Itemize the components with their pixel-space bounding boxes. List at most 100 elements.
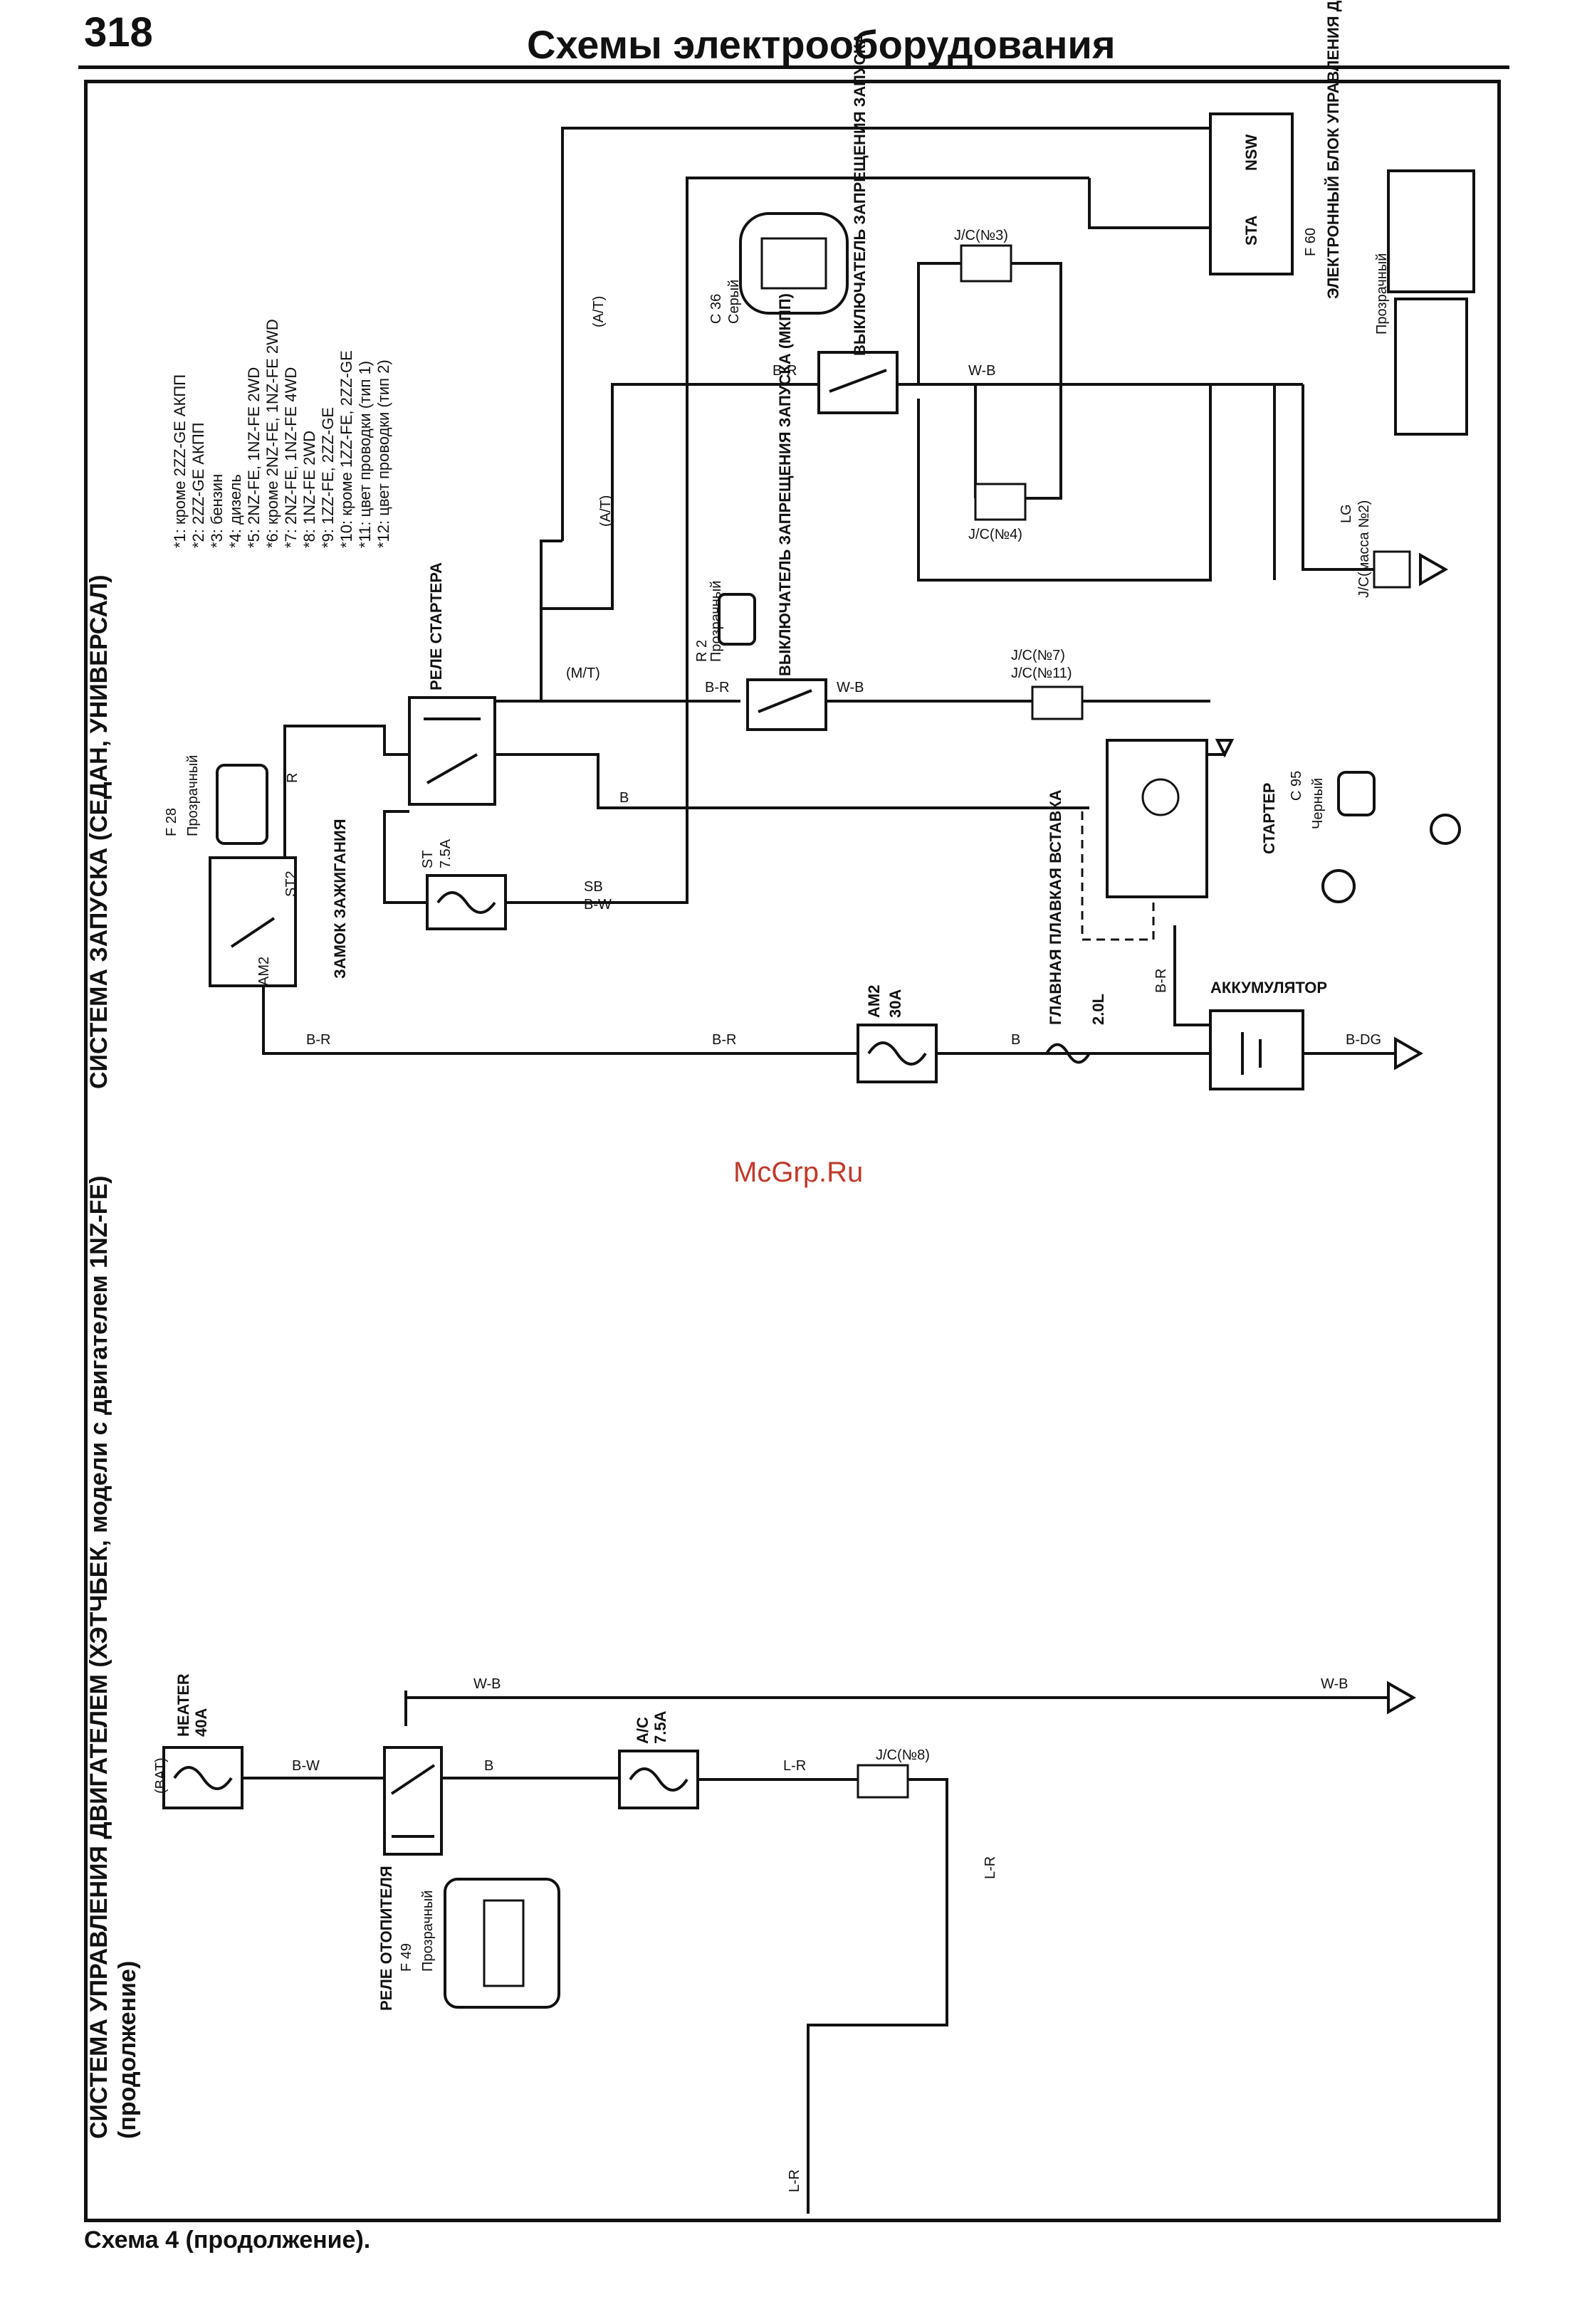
wire-label-wb-4: W-B [1321,1676,1349,1692]
heater-relay-code: F 49 [399,1942,414,1972]
wire-br-main [262,986,1210,1055]
starter-body [1106,739,1208,898]
jc7-box [1031,685,1084,720]
am2-fuse-label: AM2 [865,984,883,1018]
wire-label-bdg: B-DG [1346,1032,1381,1048]
section-engine-control-title: СИСТЕМА УПРАВЛЕНИЯ ДВИГАТЕЛЕМ (ХЭТЧБЕК, … [85,1175,112,2140]
ignition-code: F 28 [164,807,179,836]
wire-label-br-5: B-R [773,363,797,379]
wire-label-sb: SB [584,879,603,895]
wire-label-b-2: B [619,790,629,806]
ground-battery [1394,1036,1424,1071]
wire-label-b-1: B [1011,1032,1021,1048]
ignition-conn: Прозрачный [185,754,201,836]
wire-label-br-3: B-R [1153,968,1169,993]
battery-label: АККУМУЛЯТОР [1210,979,1328,997]
jc4-box [974,483,1027,521]
note-8: *8: 1NZ-FE 2WD [300,430,318,548]
battery-terminal-ring [1321,869,1356,903]
wire-label-at-2: (A/T) [591,295,607,327]
am2-fuse-val: 30A [886,989,904,1018]
wire-to-at [540,540,562,701]
note-3: *3: бензин [208,473,226,548]
heater-relay-connector [444,1878,560,2009]
clutch-connector [718,593,756,646]
wire-st2 [283,725,324,858]
st-fuse-val: 7.5A [438,838,454,868]
jc-mass-label: J/C(масса №2) [1356,500,1372,598]
note-10: *10: кроме 1ZZ-FE, 2ZZ-GE [337,350,355,548]
main-fuse-val: 2.0L [1089,993,1107,1025]
am2-fuse-element [867,1041,927,1066]
ecu-body [1209,112,1294,275]
main-fuse-element [1045,1043,1091,1064]
heater-relay-label: РЕЛЕ ОТОПИТЕЛЯ [377,1866,395,2011]
wire-b-starter [541,753,1089,809]
wire-lg [1302,384,1374,571]
wire-at-1 [541,383,712,610]
starter-conn: Черный [1310,777,1326,829]
heater-fuse-label: HEATER [174,1673,192,1737]
heater-relay-body [383,1746,443,1856]
wire-label-br-2: B-R [712,1032,737,1048]
ignition-switch-contact [230,917,276,948]
heater-fuse-val: 40A [192,1708,210,1737]
starter-relay-body [408,696,496,806]
jc3-box [960,244,1012,283]
ignition-connector [216,764,268,845]
clutch-conn: Прозрачный [708,580,724,662]
starter-label: СТАРТЕР [1260,782,1278,854]
jc8-box [857,1764,909,1799]
ground-heater [1387,1681,1417,1715]
jc4-label: J/C(№4) [968,527,1022,542]
figure-caption: Схема 4 (продолжение). [84,2226,371,2254]
diagram-frame [84,80,1501,2222]
ecu-label: ЭЛЕКТРОННЫЙ БЛОК УПРАВЛЕНИЯ ДВИГАТЕЛЕМ [1324,0,1342,299]
wire-label-wb-2: W-B [968,363,996,379]
wire-label-r: R [285,772,300,783]
section-engine-control-sub: (продолжение) [114,1960,141,2139]
note-9: *9: 1ZZ-FE, 2ZZ-GE [319,406,337,548]
watermark: McGrp.Ru [733,1157,864,1188]
sta-label: STA [1242,215,1260,246]
wire-wb-ground [404,1696,1388,1726]
note-1: *1: кроме 2ZZ-GE АКПП [171,374,189,548]
jc3-label: J/C(№3) [954,228,1008,243]
note-6: *6: кроме 2NZ-FE, 1NZ-FE 2WD [263,319,281,548]
note-7: *7: 2NZ-FE, 1NZ-FE 4WD [282,367,300,548]
ignition-switch-body [209,856,297,987]
page-title: Схемы электрооборудования [527,22,1116,67]
battery-body [1209,1009,1304,1090]
wire-label-lr-2: L-R [983,1856,998,1879]
heater-relay-conn: Прозрачный [420,1890,436,1972]
starter-connector [1337,771,1376,816]
wire-label-bw-1: B-W [584,897,612,913]
ignition-switch-label: ЗАМОК ЗАЖИГАНИЯ [331,819,349,979]
wire-label-lr-1: L-R [783,1758,807,1774]
wire-label-lg: LG [1339,504,1354,523]
ecu-connector-2 [1394,298,1468,436]
wire-battery-starter [1173,925,1210,1026]
wire-lr-2 [807,1778,948,2214]
jc8-label: J/C(№8) [876,1747,930,1763]
note-2: *2: 2ZZ-GE АКПП [189,422,207,548]
ecu-connector-1 [1387,169,1475,293]
ac-fuse-val: 7.5A [651,1710,669,1744]
starter-code: C 95 [1289,770,1304,801]
wire-label-wb-1: W-B [837,680,864,695]
section-starting-title: СИСТЕМА ЗАПУСКА (СЕДАН, УНИВЕРСАЛ) [85,574,112,1089]
wire-label-at-1: (A/T) [598,495,614,527]
park-conn: Серый [726,279,742,324]
header-rule [78,65,1509,69]
park-switch-label: ВЫКЛЮЧАТЕЛЬ ЗАПРЕЩЕНИЯ ЗАПУСКА [851,33,869,356]
st-fuse-label: ST [420,850,436,868]
note-4: *4: дизель [226,474,244,548]
wire-label-br-4: B-R [705,680,730,695]
am2-term-label: AM2 [256,956,272,986]
jc7-label: J/C(№7) [1011,648,1065,663]
jc11-label: J/C(№11) [1011,666,1072,681]
park-switch-body [817,351,899,414]
wire-st-fuse-relay [383,810,427,904]
wire-label-br-1: B-R [306,1032,331,1048]
